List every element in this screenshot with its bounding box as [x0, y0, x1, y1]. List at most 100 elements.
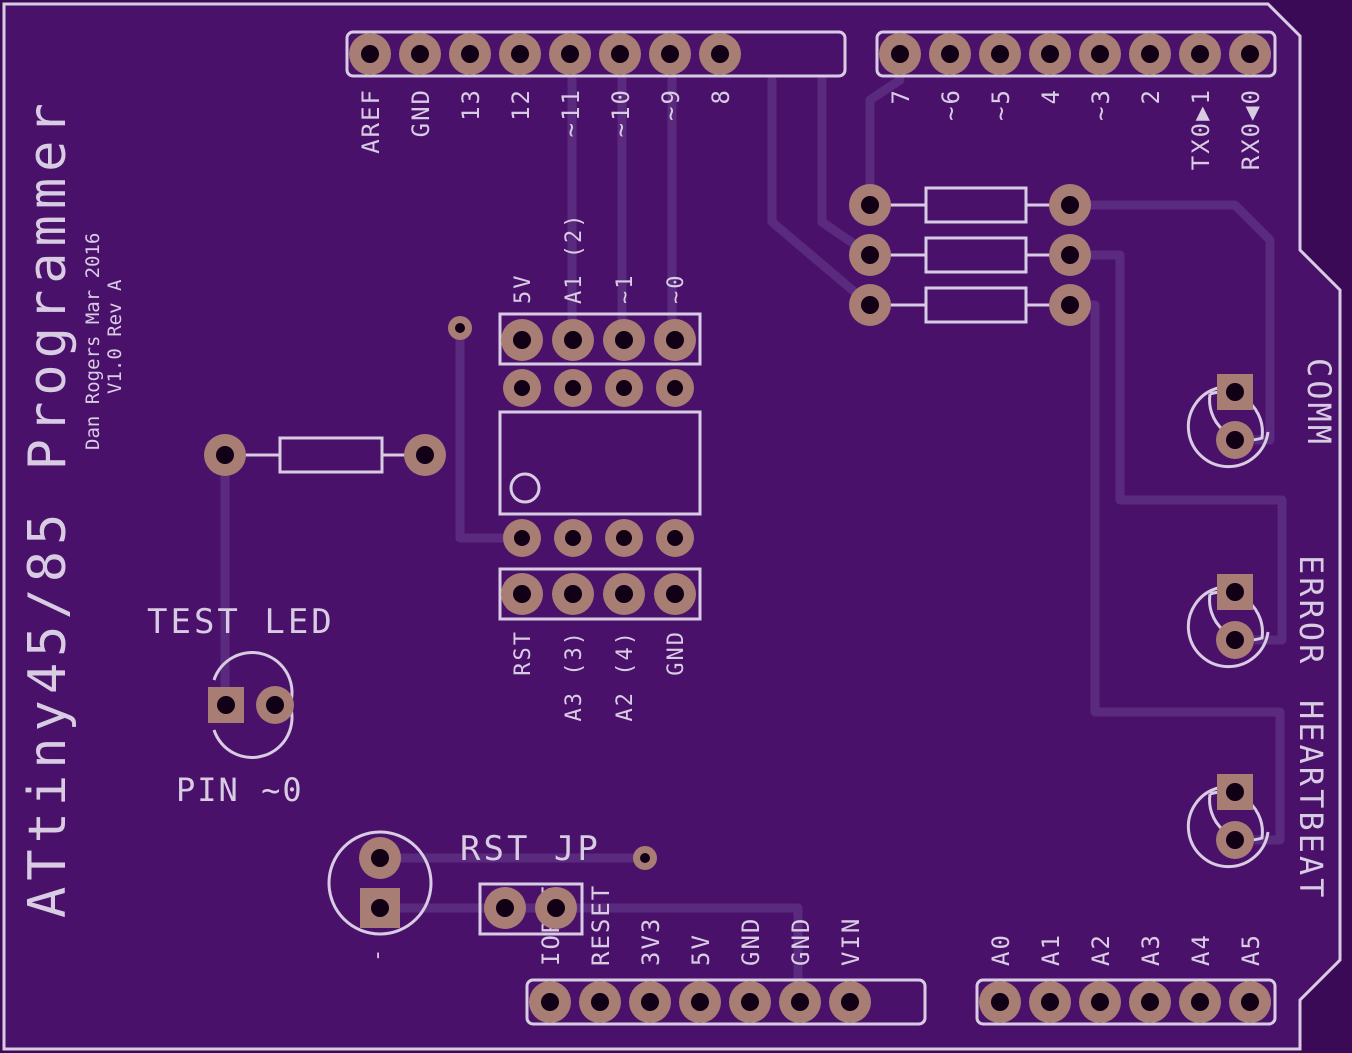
- resistor-pad: [849, 234, 891, 276]
- socket-header-pad: [501, 319, 543, 361]
- header-pin: [629, 981, 671, 1023]
- header-pin: [599, 33, 641, 75]
- header-pin-label: 3V3: [637, 917, 665, 966]
- socket-bottom-label: GND: [664, 630, 689, 676]
- header-pin-label: GND: [737, 917, 765, 966]
- socket-bottom-label: A3 (3): [562, 630, 587, 721]
- header-pin-label: 12: [507, 88, 535, 121]
- header-pin-label: ~10: [607, 88, 635, 137]
- header-pin-label: A3: [1137, 933, 1165, 966]
- header-pin-label: RESET: [587, 884, 615, 966]
- resistor: [849, 234, 1091, 276]
- led-pad: [1216, 821, 1254, 859]
- header-pin-label: 5V: [687, 933, 715, 966]
- header-pin: [779, 981, 821, 1023]
- test-led-resistor: [204, 434, 446, 476]
- header-pin: [529, 981, 571, 1023]
- header-pin-label: AREF: [357, 88, 385, 154]
- board-credit-line-2: V1.0 Rev A: [104, 279, 126, 394]
- led-pad: [1216, 621, 1254, 659]
- resistor-pad: [1049, 284, 1091, 326]
- header-pin-label: VIN: [837, 917, 865, 966]
- header-pin-label: GND: [787, 917, 815, 966]
- header-pin-label: A4: [1187, 933, 1215, 966]
- status-led-label: COMM: [1300, 358, 1338, 447]
- test-led-label: TEST LED: [147, 602, 335, 642]
- header-pin-label: TX0▶1: [1187, 88, 1215, 170]
- header-pin-label: A0: [987, 933, 1015, 966]
- header-pin: [879, 33, 921, 75]
- resistor-pad: [1049, 184, 1091, 226]
- header-pin-label: GND: [407, 88, 435, 137]
- resistor-bank: [849, 184, 1091, 326]
- header-pin: [1179, 981, 1221, 1023]
- header-pin-label: 13: [457, 88, 485, 121]
- header-pin: [979, 33, 1021, 75]
- status-led-label: HEARTBEAT: [1292, 700, 1330, 900]
- cap-minus-label: -: [365, 949, 390, 962]
- socket-header-pad: [552, 573, 594, 615]
- socket-header-pad: [603, 573, 645, 615]
- header-pin: [1129, 33, 1171, 75]
- header-pin: [699, 33, 741, 75]
- header-pin: [1129, 981, 1171, 1023]
- board-credit-line-1: Dan Rogers Mar 2016: [82, 233, 104, 450]
- header-pin: [449, 33, 491, 75]
- header-pin: [349, 33, 391, 75]
- header-pin: [1079, 981, 1121, 1023]
- pin-label: PIN ~0: [176, 771, 304, 809]
- header-pin: [1029, 33, 1071, 75]
- header-pin: [649, 33, 691, 75]
- header-pin: [729, 981, 771, 1023]
- header-pin: [1229, 981, 1271, 1023]
- ic-socket-pad: [605, 519, 643, 557]
- capacitor: -: [327, 830, 433, 962]
- header-pin-label: ~5: [987, 88, 1015, 121]
- status-led: [1186, 774, 1270, 869]
- status-led: [1186, 574, 1270, 669]
- socket-top-label: 5V: [511, 274, 536, 305]
- header-pin-label: 8: [707, 88, 735, 104]
- ic-socket-pad: [605, 369, 643, 407]
- header-pin-label: RX0◀0: [1237, 88, 1265, 170]
- socket-bottom-label: RST: [511, 630, 536, 676]
- ic-socket-pad: [656, 519, 694, 557]
- socket-top-label: A1 (2): [562, 213, 587, 304]
- header-pin: [979, 981, 1021, 1023]
- ic-socket-pad: [656, 369, 694, 407]
- header-pin: [399, 33, 441, 75]
- rst-jumper: RST JP: [460, 829, 657, 936]
- header-pin-label: 7: [887, 88, 915, 104]
- socket-header-pad: [654, 319, 696, 361]
- socket-bottom-label: A2 (4): [613, 630, 638, 721]
- socket-top-label: ~1: [613, 274, 638, 305]
- resistor: [849, 284, 1091, 326]
- header-pin-label: ~6: [937, 88, 965, 121]
- header-pin: [1179, 33, 1221, 75]
- socket-header-pad: [603, 319, 645, 361]
- header-pin: [929, 33, 971, 75]
- header-pin: [549, 33, 591, 75]
- status-leds: COMM ERROR HEARTBEAT: [1186, 358, 1338, 900]
- status-led: [1186, 374, 1270, 469]
- header-pin: [579, 981, 621, 1023]
- header-pin-label: 4: [1037, 88, 1065, 104]
- header-bottom-power: IOREFRESET3V35VGNDGNDVIN: [525, 884, 927, 1026]
- led-pad: [1216, 421, 1254, 459]
- ic-socket-pad: [503, 369, 541, 407]
- ic-socket-pad: [554, 369, 592, 407]
- header-pin-label: A1: [1037, 933, 1065, 966]
- header-pin-label: ~11: [557, 88, 585, 137]
- board-title: ATtiny45/85 Programmer: [18, 97, 78, 918]
- header-pin-label: ~3: [1087, 88, 1115, 121]
- header-pin: [829, 981, 871, 1023]
- status-led-label: ERROR: [1292, 555, 1330, 666]
- header-pin-label: A5: [1237, 933, 1265, 966]
- socket-header-pad: [654, 573, 696, 615]
- via-socket: [448, 316, 472, 340]
- socket-header-pad: [501, 573, 543, 615]
